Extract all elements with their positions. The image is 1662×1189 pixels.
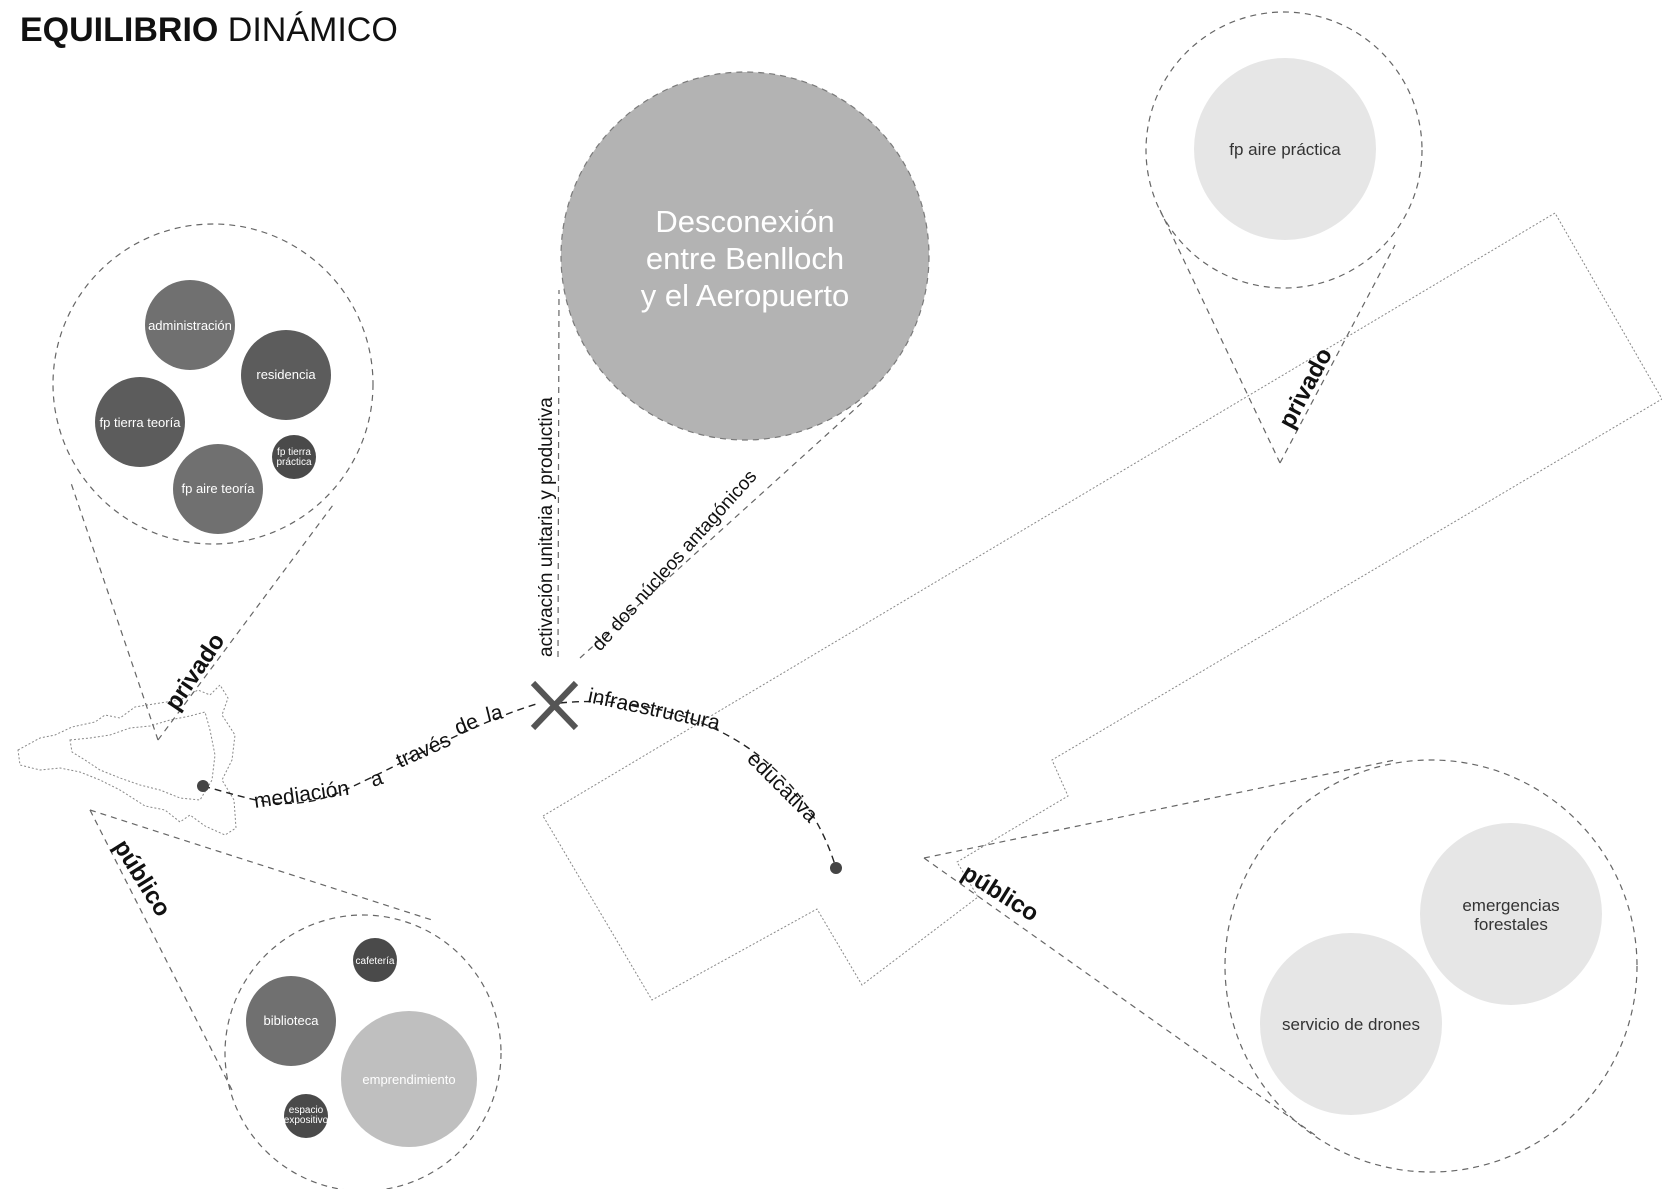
privado-left-label: privado <box>160 628 231 715</box>
cone-lines <box>69 209 1396 1136</box>
svg-text:fp tierra teoría: fp tierra teoría <box>100 415 182 430</box>
vertical-axis-label: activación unitaria y productiva <box>536 397 557 657</box>
mediation-word-5: la <box>484 701 506 727</box>
svg-text:cafetería: cafetería <box>356 956 395 967</box>
mediation-word-2: a <box>367 766 386 792</box>
svg-text:fp aire práctica: fp aire práctica <box>1229 140 1341 159</box>
node-aeropuerto <box>830 862 842 874</box>
infra-word-1: infraestructura <box>586 684 722 734</box>
bubble-cafeteria: cafetería <box>353 938 397 982</box>
bubble-fp-tierra-teoria: fp tierra teoría <box>95 377 185 467</box>
mediation-word-1: mediación <box>252 777 350 813</box>
bubble-fp-aire-practica: fp aire práctica <box>1194 58 1376 240</box>
central-line-2: entre Benlloch <box>646 241 844 276</box>
publico-left-label: público <box>108 835 176 922</box>
mediation-word-4: de <box>451 710 481 740</box>
bubble-emergencias-forestales: emergencias forestales <box>1420 823 1602 1005</box>
diagonal-axis-label: de dos núcleos antagónicos <box>588 466 761 655</box>
infra-word-2: educativa <box>742 747 822 827</box>
mediation-word-3: través <box>393 728 455 772</box>
svg-text:administración: administración <box>148 318 232 333</box>
infraestructura-path <box>559 700 837 869</box>
site-outline-benlloch <box>17 684 237 836</box>
publico-right-label: público <box>957 859 1044 927</box>
site-outline-aeropuerto <box>542 212 1662 1001</box>
bubble-fp-aire-teoria: fp aire teoría <box>173 444 263 534</box>
svg-text:práctica: práctica <box>276 457 311 468</box>
svg-text:fp tierra: fp tierra <box>277 447 311 458</box>
node-benlloch <box>197 780 209 792</box>
mediation-path <box>202 702 541 805</box>
bubble-biblioteca: biblioteca <box>246 976 336 1066</box>
svg-text:emprendimiento: emprendimiento <box>362 1072 455 1087</box>
bubble-servicio-drones: servicio de drones <box>1260 933 1442 1115</box>
title-regular: DINÁMICO <box>228 11 398 49</box>
publico-left-circle <box>224 914 502 1189</box>
bubble-emprendimiento: emprendimiento <box>341 1011 477 1147</box>
svg-text:fp aire teoría: fp aire teoría <box>182 481 256 496</box>
privado-left-circle <box>52 223 374 545</box>
privado-right-circle <box>1145 11 1423 289</box>
page-title: EQUILIBRIO DINÁMICO <box>20 11 398 49</box>
central-line-1: Desconexión <box>655 204 834 239</box>
svg-text:emergencias: emergencias <box>1462 896 1559 915</box>
bubble-espacio-expositivo: espacio expositivo <box>284 1094 329 1138</box>
bubble-fp-tierra-practica: fp tierra práctica <box>272 435 316 479</box>
publico-right-circle <box>1224 759 1638 1173</box>
bubble-administracion: administración <box>145 280 235 370</box>
svg-text:forestales: forestales <box>1474 915 1548 934</box>
svg-text:expositivo: expositivo <box>284 1115 329 1126</box>
svg-text:espacio: espacio <box>289 1105 324 1116</box>
central-bubble: Desconexión entre Benlloch y el Aeropuer… <box>560 71 930 441</box>
center-cross-marker <box>530 680 579 731</box>
bubble-residencia: residencia <box>241 330 331 420</box>
title-bold: EQUILIBRIO <box>20 11 218 49</box>
privado-right-label: privado <box>1273 344 1338 433</box>
svg-text:servicio de drones: servicio de drones <box>1282 1015 1420 1034</box>
central-line-3: y el Aeropuerto <box>641 278 850 313</box>
svg-text:biblioteca: biblioteca <box>264 1013 320 1028</box>
svg-text:residencia: residencia <box>256 367 316 382</box>
